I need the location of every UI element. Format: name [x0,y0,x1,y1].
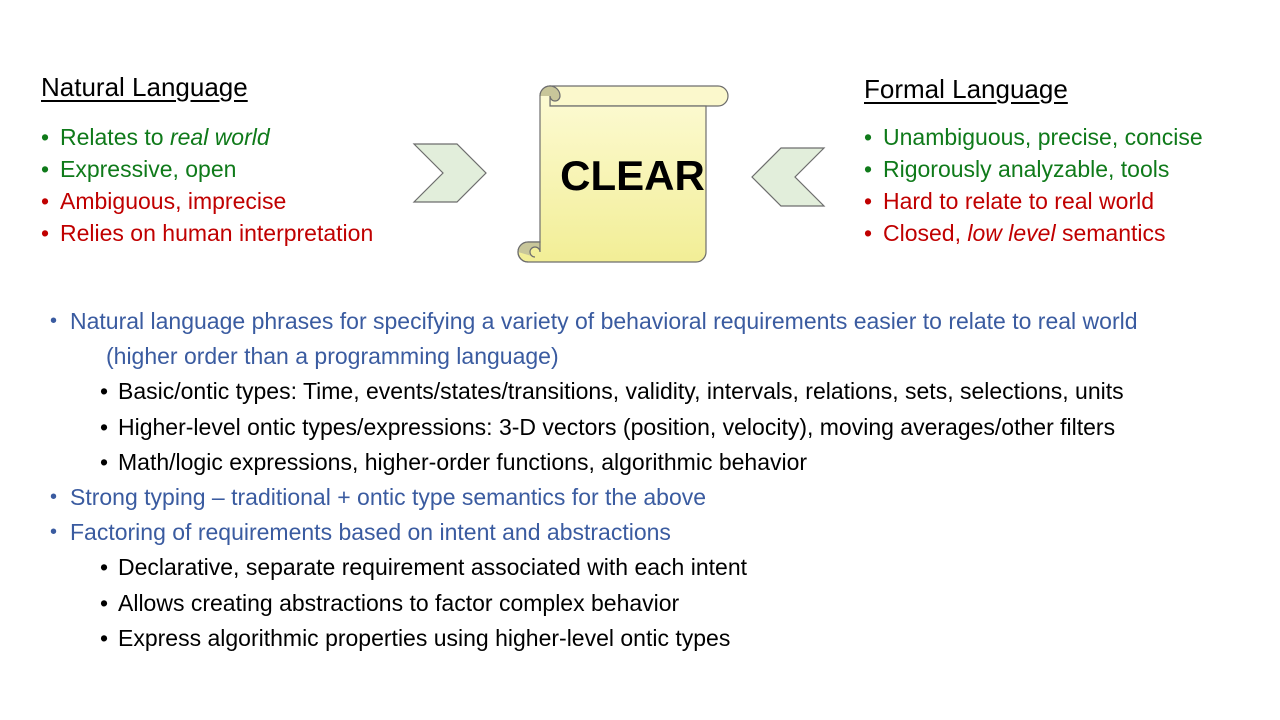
sub-bullet-declarative: •Declarative, separate requirement assoc… [100,554,748,581]
formal-item-2: •Rigorously analyzable, tools [864,156,1170,182]
bullet-natural-language-phrases-cont: (higher order than a programming languag… [106,343,559,370]
formal-item-4: •Closed, low level semantics [864,220,1166,246]
formal-item-1: •Unambiguous, precise, concise [864,124,1203,150]
bullet-natural-language-phrases: •Natural language phrases for specifying… [50,308,1138,334]
natural-language-title: Natural Language [41,72,248,102]
natural-item-2: •Expressive, open [41,156,237,182]
sub-bullet-math-logic: •Math/logic expressions, higher-order fu… [100,448,808,475]
formal-item-3: •Hard to relate to real world [864,188,1155,214]
right-chevron-icon [412,143,487,203]
clear-scroll: CLEAR [510,80,735,270]
sub-bullet-abstractions: •Allows creating abstractions to factor … [100,589,680,616]
bullet-strong-typing: •Strong typing – traditional + ontic typ… [50,484,707,511]
clear-label: CLEAR [560,152,705,199]
left-chevron-icon [751,147,826,207]
natural-language-list: •Relates to real world •Expressive, open… [41,121,373,249]
scroll-icon [517,85,729,263]
bullet-factoring: •Factoring of requirements based on inte… [50,519,671,546]
sub-bullet-basic-ontic-types: •Basic/ontic types: Time, events/states/… [100,378,1124,405]
sub-bullet-higher-level-ontic-types: •Higher-level ontic types/expressions: 3… [100,413,1116,440]
sub-bullet-algorithmic: •Express algorithmic properties using hi… [100,624,731,651]
natural-item-1: •Relates to real world [41,124,270,150]
formal-language-list: •Unambiguous, precise, concise •Rigorous… [864,121,1203,249]
formal-language-title: Formal Language [864,74,1068,104]
natural-item-4: •Relies on human interpretation [41,220,374,246]
main-bullet-list: •Natural language phrases for specifying… [50,304,1138,656]
natural-item-3: •Ambiguous, imprecise [41,188,287,214]
